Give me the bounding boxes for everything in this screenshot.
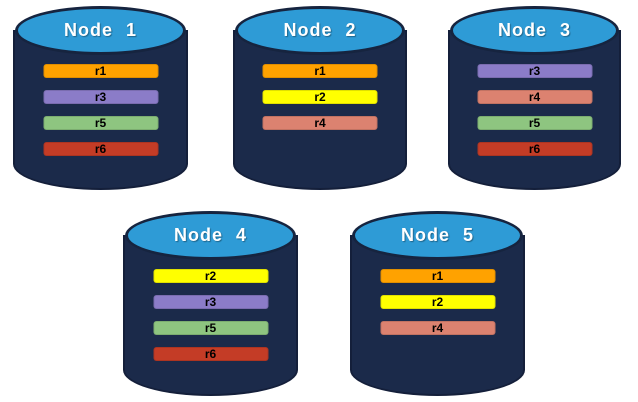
cylinder-top-ellipse: Node 2 bbox=[235, 6, 405, 55]
replica-bar: r3 bbox=[477, 64, 592, 78]
replica-bar: r1 bbox=[43, 64, 158, 78]
node-label: Node 1 bbox=[63, 20, 137, 40]
replica-bar: r4 bbox=[380, 321, 495, 335]
node-cylinder: Node 4 r2 r3 r5 r6 bbox=[123, 211, 298, 396]
node-label: Node 3 bbox=[497, 20, 571, 40]
replica-bar: r1 bbox=[262, 64, 378, 78]
replica-bar: r4 bbox=[477, 90, 592, 104]
replica-bar: r3 bbox=[43, 90, 158, 104]
replica-bars: r2 r3 r5 r6 bbox=[153, 269, 268, 361]
replica-bars: r1 r3 r5 r6 bbox=[43, 64, 158, 156]
replica-bar: r2 bbox=[153, 269, 268, 283]
replica-bar: r6 bbox=[477, 142, 592, 156]
cylinder-body bbox=[233, 30, 407, 190]
replica-bars: r3 r4 r5 r6 bbox=[477, 64, 592, 156]
node-label: Node 4 bbox=[173, 225, 247, 245]
replica-bar: r2 bbox=[262, 90, 378, 104]
node-cylinder: Node 5 r1 r2 r4 bbox=[350, 211, 525, 396]
replica-bar: r6 bbox=[153, 347, 268, 361]
replica-bars: r1 r2 r4 bbox=[262, 64, 378, 130]
cylinder-top-ellipse: Node 5 bbox=[352, 211, 523, 260]
cylinder-top-ellipse: Node 3 bbox=[450, 6, 619, 55]
cylinder-body bbox=[350, 235, 525, 396]
replica-bar: r5 bbox=[477, 116, 592, 130]
cylinder-body bbox=[448, 30, 621, 190]
replica-bar: r5 bbox=[153, 321, 268, 335]
replica-bar: r2 bbox=[380, 295, 495, 309]
replica-bar: r5 bbox=[43, 116, 158, 130]
node-cylinder: Node 1 r1 r3 r5 r6 bbox=[13, 6, 188, 190]
replica-bar: r3 bbox=[153, 295, 268, 309]
node-cylinder: Node 2 r1 r2 r4 bbox=[233, 6, 407, 190]
cylinder-body bbox=[13, 30, 188, 190]
replica-bars: r1 r2 r4 bbox=[380, 269, 495, 335]
replica-bar: r4 bbox=[262, 116, 378, 130]
replica-bar: r6 bbox=[43, 142, 158, 156]
cylinder-top-ellipse: Node 1 bbox=[15, 6, 186, 55]
node-label: Node 2 bbox=[283, 20, 357, 40]
cylinder-body bbox=[123, 235, 298, 396]
cylinder-top-ellipse: Node 4 bbox=[125, 211, 296, 260]
replica-bar: r1 bbox=[380, 269, 495, 283]
node-label: Node 5 bbox=[400, 225, 474, 245]
node-cylinder: Node 3 r3 r4 r5 r6 bbox=[448, 6, 621, 190]
